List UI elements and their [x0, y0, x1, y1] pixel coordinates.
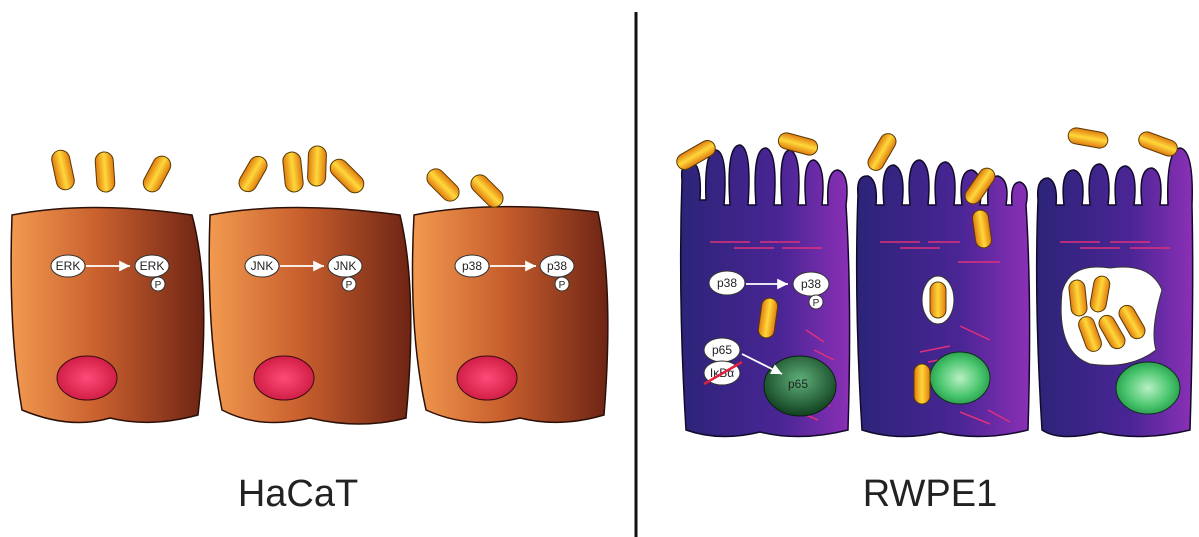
bacterium	[423, 165, 463, 205]
kinase-label: p38	[462, 259, 482, 273]
kinase-label: ERK	[56, 259, 81, 273]
kinase-label: ERK	[140, 259, 165, 273]
phospho-label: P	[155, 280, 162, 291]
bacterium	[50, 149, 76, 192]
kinase-label: p38	[801, 277, 821, 291]
kinase-label: JNK	[251, 259, 274, 273]
phospho-label: P	[813, 298, 820, 309]
nucleus	[254, 356, 314, 400]
bacterium	[236, 153, 271, 195]
bacterium	[777, 131, 820, 157]
bacterium	[307, 146, 326, 187]
kinase-label: JNK	[334, 259, 357, 273]
nucleus	[930, 352, 990, 404]
phospho-label: P	[559, 280, 566, 291]
kinase-label: p38	[717, 276, 737, 290]
hacat-cell-p38: p38 p38 P	[413, 207, 608, 423]
nfkb-label: p65	[712, 343, 732, 357]
hacat-cell-jnk: JNK JNK P	[209, 208, 411, 425]
kinase-label: p38	[547, 259, 567, 273]
phospho-label: P	[346, 280, 353, 291]
bacterium	[326, 155, 367, 196]
rwpe-cell-1: p65 p38 p38 P p65 IκBα	[681, 145, 850, 437]
nucleus	[57, 356, 117, 400]
bacterium	[914, 364, 930, 404]
nucleus	[1116, 362, 1180, 414]
rwpe-cell-2	[857, 160, 1030, 437]
bacterium	[467, 171, 507, 211]
bacterium	[140, 153, 174, 195]
bacterium	[1136, 130, 1179, 159]
bacterium	[95, 151, 116, 192]
nucleus	[457, 356, 517, 400]
bacterium	[1067, 127, 1109, 150]
hacat-bacteria	[50, 146, 507, 211]
panel-label-hacat: HaCaT	[238, 473, 358, 515]
rwpe-cell-3	[1037, 148, 1193, 437]
nfkb-nuclear-label: p65	[788, 377, 808, 391]
hacat-cell-erk: ERK ERK P	[11, 208, 204, 423]
bacterium	[282, 151, 304, 193]
panel-label-rwpe1: RWPE1	[863, 473, 997, 515]
bacterium	[930, 282, 946, 318]
